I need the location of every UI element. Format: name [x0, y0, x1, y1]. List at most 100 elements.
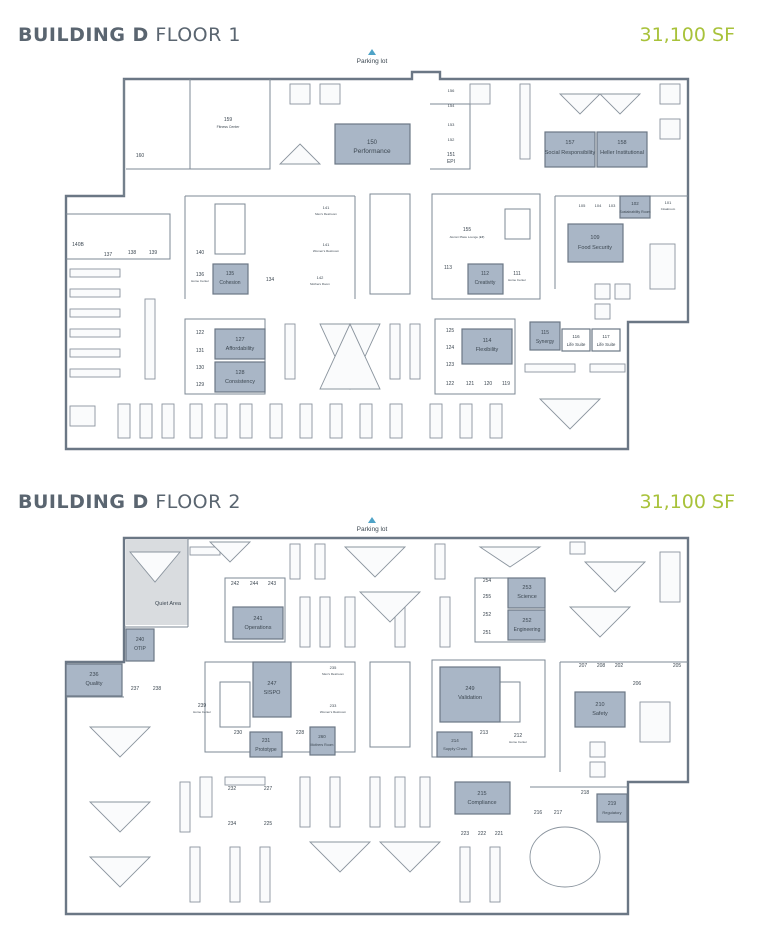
room-label: 111 — [513, 271, 521, 277]
floor2-parking-marker: Parking lot — [357, 517, 388, 533]
room-label: 151 — [447, 152, 456, 158]
svg-text:Men's Restroom: Men's Restroom — [315, 212, 337, 216]
room-label: 154 — [448, 103, 455, 108]
parking-arrow-icon — [368, 49, 376, 55]
room-102-sustainability[interactable]: 102 Sustainability Room — [619, 195, 651, 219]
svg-text:Home Center: Home Center — [508, 278, 526, 282]
room-label: 141 — [323, 242, 330, 247]
floor2-area: 31,100 SF — [639, 491, 735, 513]
svg-text:127: 127 — [235, 337, 244, 343]
room-label: 121 — [466, 381, 475, 387]
svg-text:158: 158 — [617, 140, 626, 146]
room-158-heller-institutional[interactable]: 158 Heller Institutional — [596, 131, 648, 168]
room-label: 122 — [196, 330, 205, 336]
floor2-workstations — [88, 541, 681, 903]
room-157-social-responsibility[interactable]: 157 Social Responsibility — [544, 131, 596, 168]
room-label: 152 — [448, 137, 455, 142]
room-label: 228 — [296, 730, 305, 736]
svg-text:Women's Restroom: Women's Restroom — [320, 710, 347, 714]
room-215-compliance[interactable]: 215 Compliance — [454, 781, 511, 815]
floor2-floor: FLOOR 2 — [155, 491, 241, 513]
room-112-creativity[interactable]: 112 Creativity — [467, 263, 504, 295]
room-label: 251 — [483, 630, 492, 636]
room-label: 155 — [463, 227, 472, 233]
floor1-conference-rooms: 150 Performance 157 Social Responsibilit… — [212, 123, 651, 393]
room-label: 124 — [446, 345, 455, 351]
svg-text:Women's Restroom: Women's Restroom — [313, 249, 340, 253]
room-label: 233 — [330, 703, 337, 708]
svg-text:Heller Institutional: Heller Institutional — [600, 150, 644, 156]
svg-text:Food Security: Food Security — [578, 245, 612, 251]
room-label: 103 — [609, 203, 616, 208]
svg-text:Life Suite: Life Suite — [597, 342, 616, 347]
floor1-workstations — [69, 83, 681, 439]
room-label: 232 — [228, 786, 237, 792]
room-219-regulatory[interactable]: 219 Regulatory — [596, 793, 628, 823]
svg-text:Quality: Quality — [85, 681, 102, 687]
svg-text:117: 117 — [602, 334, 610, 339]
room-label: 140B — [72, 242, 84, 248]
room-label: 244 — [250, 581, 259, 587]
room-127-affordability[interactable]: 127 Affordability — [214, 328, 266, 360]
floor2-outer-wall — [64, 536, 690, 916]
room-label: 136 — [196, 272, 205, 278]
room-label: 234 — [228, 821, 237, 827]
room-label: 160 — [136, 153, 145, 159]
svg-text:Compliance: Compliance — [467, 800, 496, 806]
room-116-life-suite[interactable]: 116 Life Suite — [561, 328, 591, 352]
svg-text:Regulatory: Regulatory — [602, 810, 621, 815]
room-label: 142 — [317, 275, 324, 280]
floor1-parking-marker: Parking lot — [357, 49, 388, 65]
svg-text:Affordability: Affordability — [226, 346, 255, 352]
room-label: 120 — [484, 381, 493, 387]
room-label: 237 — [131, 686, 140, 692]
room-label: 140 — [196, 250, 205, 256]
room-117-life-suite[interactable]: 117 Life Suite — [591, 328, 621, 352]
room-label: 137 — [104, 252, 113, 258]
room-label: 227 — [264, 786, 273, 792]
svg-text:Synergy: Synergy — [536, 339, 555, 345]
room-114-flexibility[interactable]: 114 Flexibility — [461, 328, 513, 365]
svg-text:210: 210 — [595, 702, 604, 708]
room-260-mothers-room[interactable]: 260 Mothers Room — [309, 726, 336, 756]
svg-text:Social Responsibility: Social Responsibility — [545, 150, 596, 156]
room-label: 131 — [196, 348, 205, 354]
svg-text:215: 215 — [477, 791, 486, 797]
floor1-title: BUILDING D FLOOR 1 — [18, 24, 241, 46]
parking-arrow-icon — [368, 517, 376, 523]
svg-text:Operations: Operations — [245, 625, 272, 631]
room-label: 239 — [198, 703, 207, 709]
room-249-validation[interactable]: 249 Validation — [439, 666, 501, 723]
room-214-supply-chain[interactable]: 214 Supply Chain — [436, 731, 473, 758]
svg-text:247: 247 — [267, 681, 276, 687]
room-247-sispo[interactable]: 247 SISPO — [252, 661, 292, 718]
room-label: 216 — [534, 810, 543, 816]
svg-text:Science: Science — [517, 594, 537, 600]
room-109-food-security[interactable]: 109 Food Security — [567, 223, 624, 263]
room-label: 208 — [597, 663, 606, 669]
svg-text:115: 115 — [541, 330, 549, 336]
room-label: 212 — [514, 733, 523, 739]
room-label: 141 — [323, 205, 330, 210]
floor1-room-labels: 159 Fitness Center 160 151 EPI 152 153 1… — [72, 88, 676, 388]
room-label: 138 — [128, 250, 137, 256]
room-210-safety[interactable]: 210 Safety — [574, 691, 626, 728]
floor1-building: BUILDING D — [18, 24, 149, 46]
svg-text:240: 240 — [136, 637, 145, 643]
svg-text:Engineering: Engineering — [514, 627, 541, 633]
svg-text:Mothers Room: Mothers Room — [311, 743, 334, 747]
room-240-otip[interactable]: 240 OTIP — [125, 628, 155, 662]
room-128-consistency[interactable]: 128 Consistency — [214, 361, 266, 393]
room-253-science[interactable]: 253 Science — [507, 577, 546, 609]
room-236-quality[interactable]: 236 Quality — [65, 663, 123, 697]
room-231-prototype[interactable]: 231 Prototype — [249, 731, 283, 758]
room-252-engineering[interactable]: 252 Engineering — [507, 609, 546, 641]
svg-text:157: 157 — [565, 140, 574, 146]
room-label: 139 — [149, 250, 158, 256]
svg-text:219: 219 — [608, 801, 617, 807]
room-135-cohesion[interactable]: 135 Cohesion — [212, 263, 249, 295]
room-241-operations[interactable]: 241 Operations — [232, 606, 284, 640]
room-115-synergy[interactable]: 115 Synergy — [529, 321, 561, 351]
room-label: 225 — [264, 821, 273, 827]
room-150-performance[interactable]: 150 Performance — [334, 123, 411, 165]
